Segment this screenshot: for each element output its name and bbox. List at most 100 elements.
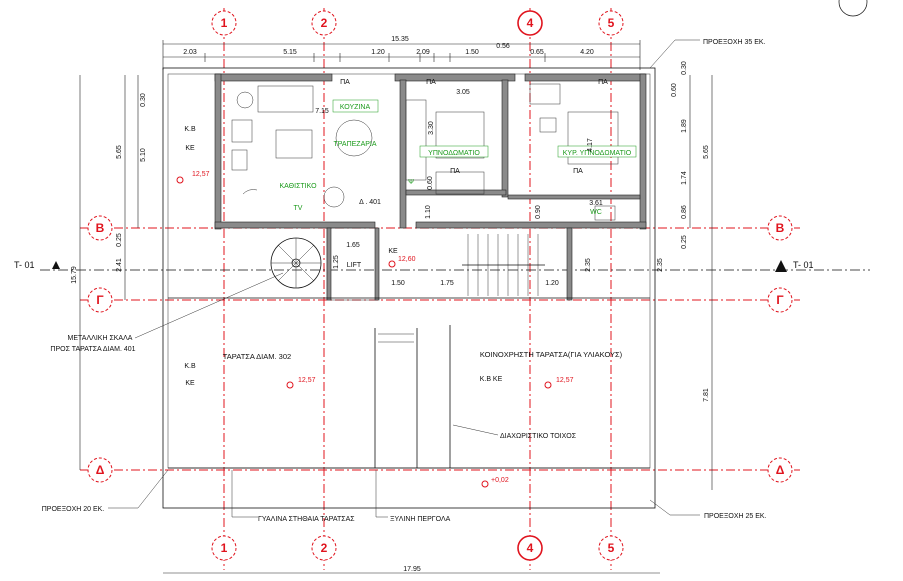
top-dimensions: 15.35 2.03 5.15 1.20 2.09 1.50 0.56 0.65… [162, 36, 641, 70]
grid-label-2-bottom: 2 [321, 541, 328, 555]
grid-label-2-top: 2 [321, 16, 328, 30]
section-mark-right: T- 01 [793, 260, 814, 270]
label-top-kb: Κ.Β [184, 126, 196, 133]
inner-dimensions: 7.15 3.05 3.30 4.17 1.10 0.60 1.65 1.25 … [315, 89, 603, 287]
dim-bottom-total: 17.95 [403, 566, 421, 573]
building-outline [162, 67, 656, 509]
inner-dim-4: 4.17 [587, 138, 594, 152]
grid-label-d-left: Δ [96, 463, 105, 477]
furniture [231, 83, 619, 221]
level-left-terrace: 12,57 [298, 377, 316, 384]
grid-label-g-right: Γ [776, 293, 784, 307]
label-bedroom: ΥΠΝΟΔΩΜΑΤΙΟ [428, 150, 480, 157]
inner-dim-10: 1.75 [440, 280, 454, 287]
grid-axes [40, 8, 870, 570]
note-pergola: ΞΥΛΙΝΗ ΠΕΡΓΟΛΑ [390, 516, 451, 523]
inner-dim-1: 7.15 [315, 108, 329, 115]
grid-label-5-bottom: 5 [608, 541, 615, 555]
dim-top-total: 15.35 [391, 36, 409, 43]
grid-column-bubbles: 1 2 4 5 1 2 4 5 [211, 10, 624, 561]
inner-dim-5: 1.10 [425, 205, 432, 219]
dim-top-seg-8: 4.20 [580, 49, 594, 56]
inner-dim-7: 1.65 [346, 242, 360, 249]
label-left-kb: Κ.Β [184, 363, 196, 370]
inner-dim-14: 2.35 [585, 258, 592, 272]
label-wc: WC [590, 209, 602, 216]
right-dimensions: 0.30 0.60 1.89 5.65 1.74 0.86 0.25 2.35 … [657, 61, 713, 490]
note-spiral-stair-2: ΠΡΟΣ ΤΑΡΑΤΣΑ ΔΙΑΜ. 401 [50, 346, 135, 353]
dim-left-total: 15.79 [71, 266, 78, 284]
inner-dim-12: 3.61 [589, 200, 603, 207]
label-living: ΚΑΘΙΣΤΙΚΟ [279, 183, 317, 190]
dim-top-seg-1: 2.03 [183, 49, 197, 56]
label-stair-note: Δ . 401 [359, 199, 381, 206]
label-kitchen: ΚΟΥΖΙΝΑ [340, 104, 371, 111]
label-pa-4: ΠΑ [573, 168, 583, 175]
dim-left-1: 0.30 [140, 93, 147, 107]
label-tv: TV [294, 205, 303, 212]
level-marks: 12,57 12,60 12,57 12,57 +0,02 [176, 171, 574, 488]
inner-dim-2: 3.05 [456, 89, 470, 96]
room-labels: ΚΟΥΖΙΝΑ ΤΡΑΠΕΖΑΡΙΑ ΚΑΘΙΣΤΙΚΟ TV ΥΠΝΟΔΩΜΑ… [184, 79, 637, 387]
note-overhang-20: ΠΡΟΕΞΟΧΗ 20 ΕΚ. [42, 506, 105, 513]
dim-right-6: 0.86 [681, 205, 688, 219]
label-dining: ΤΡΑΠΕΖΑΡΙΑ [333, 141, 376, 148]
dim-left-4: 0.25 [116, 233, 123, 247]
bottom-dimension: 17.95 [163, 566, 660, 574]
dim-left-5: 2.41 [116, 258, 123, 272]
dim-right-7: 0.25 [681, 235, 688, 249]
label-right-terrace: ΚΟΙΝΟΧΡΗΣΤΗ ΤΑΡΑΤΣΑ(ΓΙΑ ΥΛΙΑΚΟΥΣ) [480, 350, 623, 359]
grid-label-b-left: B [96, 221, 105, 235]
inner-dim-9: 1.50 [391, 280, 405, 287]
level-ground: +0,02 [491, 477, 509, 484]
grid-label-b-right: B [776, 221, 785, 235]
grid-row-bubbles: B B Γ Γ Δ Δ [87, 215, 793, 483]
note-spiral-stair: ΜΕΤΑΛΛΙΚΗ ΣΚΑΛΑ [68, 335, 133, 342]
note-partition: ΔΙΑΧΩΡΙΣΤΙΚΟ ΤΟΙΧΟΣ [500, 433, 577, 440]
dim-right-5: 1.74 [681, 171, 688, 185]
grid-label-g-left: Γ [96, 293, 104, 307]
dim-right-3: 1.89 [681, 119, 688, 133]
dim-top-seg-3: 1.20 [371, 49, 385, 56]
note-glass-parapet: ΓΥΑΛΙΝΑ ΣΤΗΘΑΙΑ ΤΑΡΑΤΣΑΣ [258, 516, 355, 523]
spiral-stair [270, 237, 322, 289]
grid-label-4-top: 4 [527, 16, 534, 30]
dim-top-seg-4: 2.09 [416, 49, 430, 56]
grid-label-5-top: 5 [608, 16, 615, 30]
dim-left-2: 5.10 [140, 148, 147, 162]
grid-label-d-right: Δ [776, 463, 785, 477]
dim-top-seg-5: 1.50 [465, 49, 479, 56]
dim-left-3: 5.65 [116, 145, 123, 159]
grid-label-1-bottom: 1 [221, 541, 228, 555]
dim-right-2: 0.60 [671, 83, 678, 97]
section-markers: T- 01 T- 01 [14, 0, 868, 272]
dim-right-4: 5.65 [703, 145, 710, 159]
inner-dim-8: 1.25 [333, 255, 340, 269]
label-right-kb-ke: Κ.Β ΚΕ [480, 376, 503, 383]
label-psi: Ψ [408, 179, 414, 186]
label-pa-5: ΠΑ [598, 79, 608, 86]
grid-label-1-top: 1 [221, 16, 228, 30]
level-upper: 12,57 [192, 171, 210, 178]
label-top-ke: ΚΕ [185, 145, 195, 152]
inner-dim-3: 3.30 [428, 121, 435, 135]
main-stair [462, 234, 545, 296]
dim-right-9: 7.81 [703, 388, 710, 402]
grid-label-4-bottom: 4 [527, 541, 534, 555]
dim-top-seg-2: 5.15 [283, 49, 297, 56]
label-left-ke: ΚΕ [185, 380, 195, 387]
dim-top-seg-6: 0.56 [496, 43, 510, 50]
dim-top-seg-7: 0.65 [530, 49, 544, 56]
label-master-bedroom: ΚΥΡ. ΥΠΝΟΔΩΜΑΤΙΟ [563, 150, 632, 157]
inner-dim-11: 1.20 [545, 280, 559, 287]
note-overhang-35: ΠΡΟΕΞΟΧΗ 35 ΕΚ. [703, 39, 766, 46]
level-right-terrace: 12,57 [556, 377, 574, 384]
dim-right-8: 2.35 [657, 258, 664, 272]
annotations: ΜΕΤΑΛΛΙΚΗ ΣΚΑΛΑ ΠΡΟΣ ΤΑΡΑΤΣΑ ΔΙΑΜ. 401 Π… [42, 39, 767, 523]
dim-right-1: 0.30 [681, 61, 688, 75]
label-pa-2: ΠΑ [426, 79, 436, 86]
inner-dim-13: 0.90 [535, 205, 542, 219]
inner-dim-6: 0.60 [427, 176, 434, 190]
label-pa-1: ΠΑ [340, 79, 350, 86]
